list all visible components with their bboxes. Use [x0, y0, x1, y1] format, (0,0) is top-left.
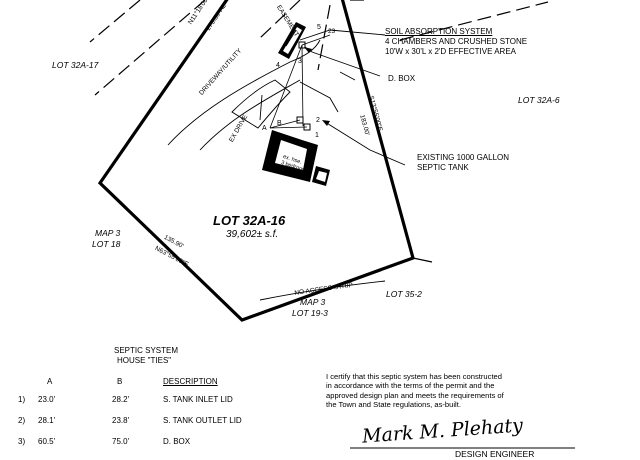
certification-statement: I certify that this septic system has be…: [326, 372, 596, 409]
ties-title-line2: HOUSE "TIES": [117, 356, 172, 365]
label-map3-lot19-line1: MAP 3: [300, 297, 326, 307]
ties-row: 2) 28.1' 23.8' S. TANK OUTLET LID: [18, 416, 288, 428]
lot-32a-16-title: LOT 32A-16: [213, 213, 286, 228]
ties-row-b: 23.8': [112, 416, 130, 425]
callout-tank-line2: SEPTIC TANK: [417, 163, 469, 172]
point-label-b: B: [277, 120, 282, 127]
leader-arrow-2: [322, 120, 330, 126]
ties-row-desc: S. TANK OUTLET LID: [163, 416, 242, 425]
ties-row-b: 75.0': [112, 437, 130, 446]
ties-row-a: 28.1': [38, 416, 56, 425]
existing-house: [262, 130, 330, 186]
lot-32a-16-area: 39,602± s.f.: [226, 229, 279, 240]
cert-line: the Town and State regulations, as-built…: [326, 399, 461, 409]
lot-boundary: [97, 0, 415, 322]
label-dim-23: 23: [328, 28, 336, 35]
driveway: [167, 39, 339, 151]
boundary-extension: [412, 257, 433, 263]
ties-col-desc: DESCRIPTION: [163, 377, 218, 386]
ties-row-num: 1): [18, 395, 26, 404]
ties-row-b: 28.2': [112, 395, 130, 404]
ties-col-a: A: [47, 377, 53, 386]
callout-soil-line3: 10'W x 30'L x 2'D EFFECTIVE AREA: [385, 47, 516, 56]
callout-soil-title: SOIL ABSORPTION SYSTEM: [385, 27, 493, 36]
no-access-strip-line: [259, 280, 386, 301]
ties-row: 1) 23.0' 28.2' S. TANK INLET LID: [18, 395, 288, 407]
point-label-4: 4: [276, 62, 280, 69]
ties-row-a: 23.0': [38, 395, 56, 404]
callout-tank-line1: EXISTING 1000 GALLON: [417, 153, 510, 162]
leader-lines: [299, 29, 406, 166]
point-label-1: 1: [315, 132, 319, 139]
cert-line: I certify that this septic system has be…: [326, 372, 503, 381]
callout-soil-line2: 4 CHAMBERS AND CRUSHED STONE: [385, 37, 528, 46]
ties-row-num: 2): [18, 416, 26, 425]
cert-line: approved design plan and meets the requi…: [326, 390, 504, 400]
ties-row-a: 60.5': [38, 437, 56, 446]
label-lot-32a-6: LOT 32A-6: [518, 95, 560, 105]
tie-lines: [269, 34, 331, 129]
cert-line: in accordance with the terms of the perm…: [326, 381, 495, 391]
ties-row-desc: D. BOX: [163, 437, 191, 446]
callout-dbox: D. BOX: [388, 74, 416, 83]
label-lot-32a-17: LOT 32A-17: [52, 60, 99, 70]
label-map3-lot18-line2: LOT 18: [92, 239, 121, 249]
ties-row-desc: S. TANK INLET LID: [163, 395, 233, 404]
absorption-system: [278, 22, 306, 59]
lot-arrow-tick: [339, 71, 356, 81]
ties-row: 3) 60.5' 75.0' D. BOX: [18, 437, 288, 449]
leader-arrow-1: [304, 47, 312, 53]
label-lot-35-2: LOT 35-2: [386, 289, 422, 299]
ties-col-b: B: [117, 377, 123, 386]
design-engineer-label: DESIGN ENGINEER: [455, 449, 535, 459]
point-label-a: A: [262, 125, 267, 132]
label-map3-lot18-line1: MAP 3: [95, 228, 121, 238]
ties-title-line1: SEPTIC SYSTEM: [114, 346, 179, 355]
ties-row-num: 3): [18, 437, 26, 446]
point-label-5: 5: [317, 24, 321, 31]
point-label-3: 3: [298, 58, 302, 65]
point-label-2: 2: [316, 117, 320, 124]
label-map3-lot19-line2: LOT 19-3: [292, 308, 328, 318]
